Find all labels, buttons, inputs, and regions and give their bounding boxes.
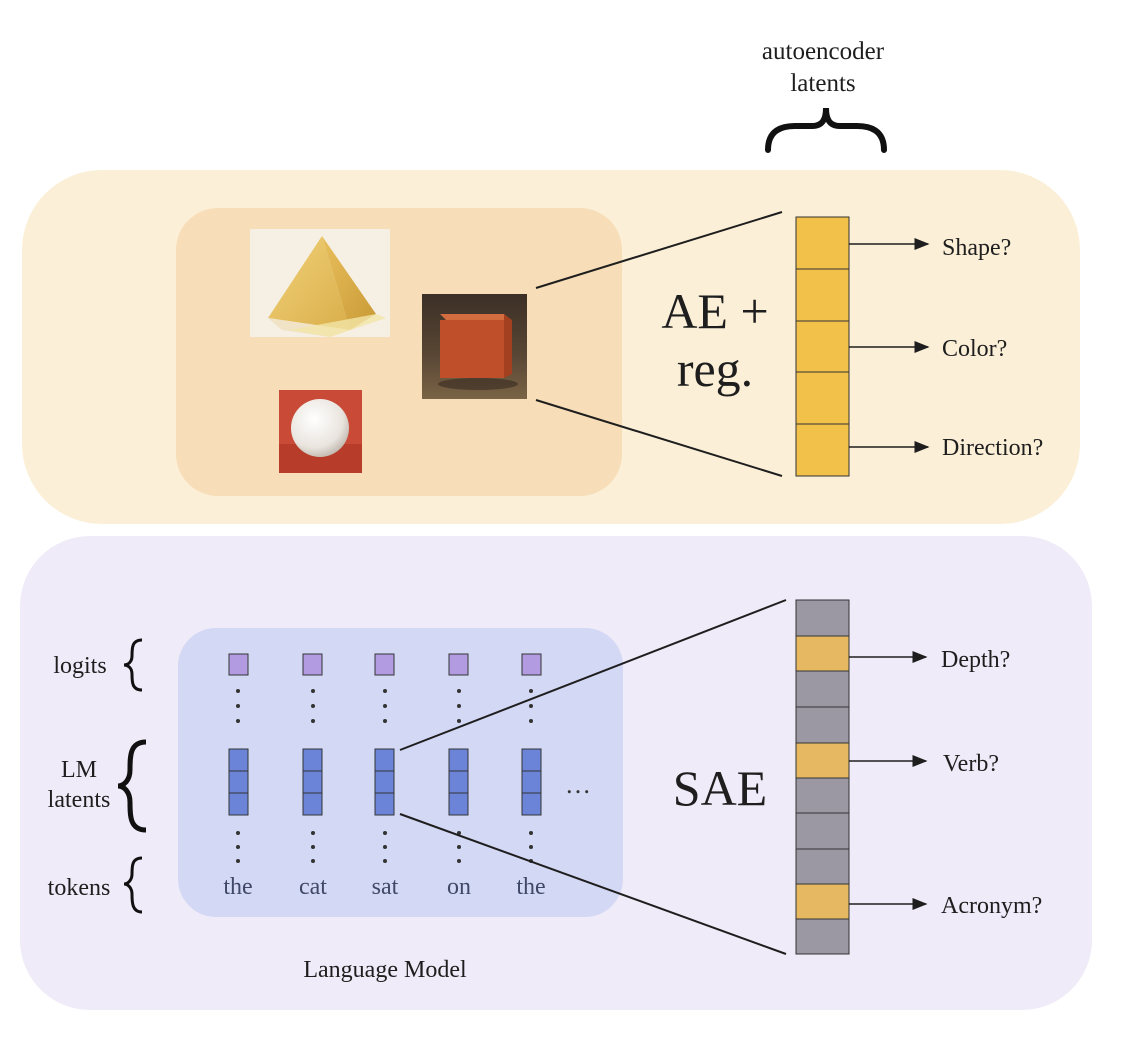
tokens-label: tokens <box>47 875 111 901</box>
token: the <box>516 874 546 900</box>
lm-latents-line2: latents <box>47 787 111 813</box>
sae-latent-vector <box>795 599 850 955</box>
ae-reg-label: AE + reg. <box>650 282 780 398</box>
output-direction: Direction? <box>942 435 1044 461</box>
ae-label-line2: reg. <box>676 341 754 397</box>
logits-row <box>228 653 542 676</box>
output-acronym: Acronym? <box>941 893 1043 919</box>
ae-latent-vector <box>795 216 850 477</box>
output-depth: Depth? <box>941 647 1011 673</box>
token: sat <box>371 874 399 900</box>
brace-icon <box>765 107 887 153</box>
lm-latents-line1: LM <box>61 757 97 783</box>
cube-image <box>422 294 527 399</box>
lm-latents-label: LM latents <box>34 755 124 815</box>
output-shape: Shape? <box>942 235 1012 261</box>
sphere-image <box>279 390 362 473</box>
ae-label-line1: AE + <box>661 283 769 339</box>
logits-label: logits <box>53 653 107 679</box>
token: cat <box>299 874 327 900</box>
pyramid-image <box>250 229 390 337</box>
tokens-brace-icon <box>123 856 143 914</box>
lm-latents-brace-icon <box>117 739 147 833</box>
token: on <box>447 874 471 900</box>
autoencoder-latents-title: autoencoder latents <box>761 38 885 97</box>
language-model-caption: Language Model <box>303 957 467 983</box>
output-verb: Verb? <box>943 751 999 777</box>
lm-latents-row <box>228 748 542 816</box>
sae-label: SAE <box>672 760 768 816</box>
sequence-ellipsis: … <box>565 770 592 799</box>
logits-brace-icon <box>123 638 143 692</box>
token: the <box>223 874 253 900</box>
output-color: Color? <box>942 336 1008 362</box>
